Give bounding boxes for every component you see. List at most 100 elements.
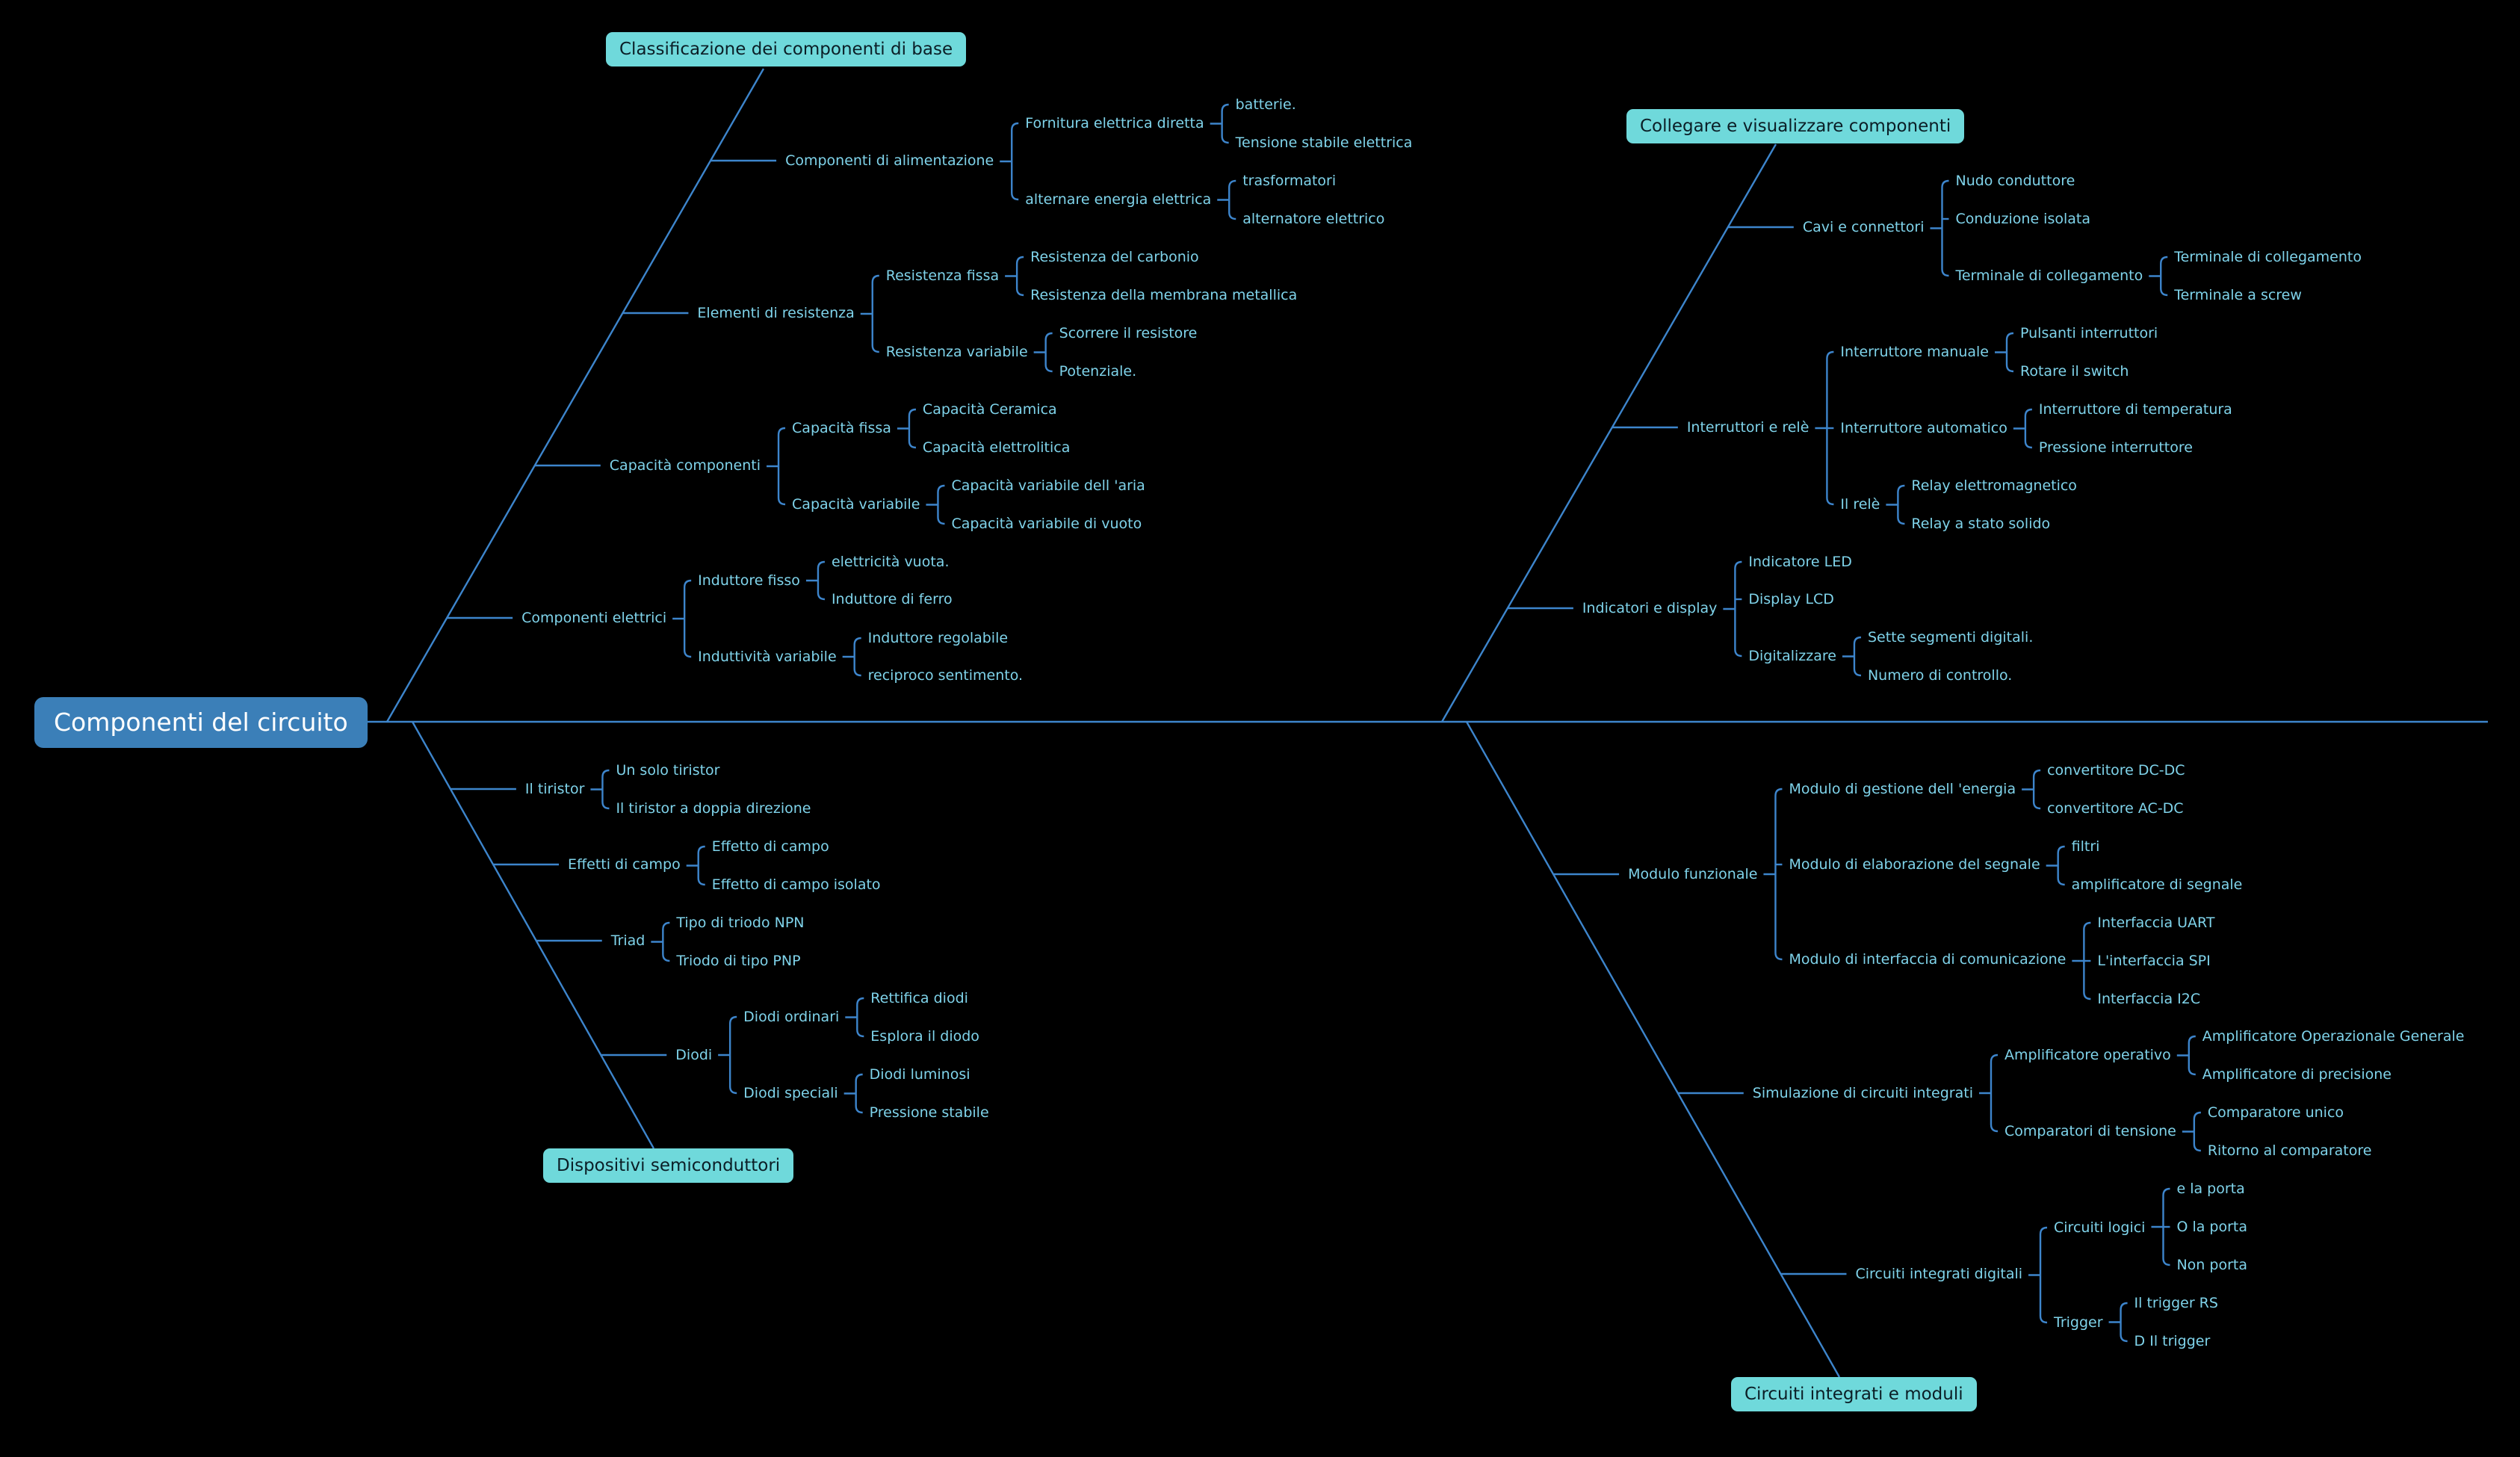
- subcategory-node[interactable]: Il tiristor: [524, 781, 585, 797]
- leaf-node[interactable]: Interruttore di temperatura: [2038, 401, 2232, 418]
- subcategory-node[interactable]: Effetti di campo: [568, 856, 681, 873]
- item-node[interactable]: Induttività variabile: [698, 649, 837, 665]
- leaf-node[interactable]: Rettifica diodi: [870, 990, 968, 1006]
- subcategory-node[interactable]: Componenti elettrici: [521, 610, 667, 626]
- subcategory-node[interactable]: Interruttori e relè: [1686, 419, 1809, 436]
- leaf-node[interactable]: Un solo tiristor: [616, 762, 720, 779]
- leaf-node[interactable]: Scorrere il resistore: [1059, 325, 1198, 341]
- subcategory-node[interactable]: Capacità componenti: [609, 457, 761, 474]
- leaf-node[interactable]: Amplificatore Operazionale Generale: [2202, 1028, 2465, 1045]
- item-node[interactable]: Resistenza variabile: [885, 344, 1028, 360]
- item-node[interactable]: Conduzione isolata: [1955, 211, 2090, 227]
- item-node[interactable]: Indicatore LED: [1748, 554, 1852, 570]
- item-node[interactable]: Interruttore automatico: [1840, 420, 2007, 436]
- subcategory-node[interactable]: Componenti di alimentazione: [785, 152, 994, 169]
- subcategory-node[interactable]: Diodi: [675, 1047, 713, 1063]
- subcategory-node[interactable]: Cavi e connettori: [1802, 219, 1925, 235]
- item-node[interactable]: Capacità variabile: [792, 496, 920, 513]
- leaf-node[interactable]: Sette segmenti digitali.: [1867, 629, 2034, 646]
- subcategory-node[interactable]: Elementi di resistenza: [697, 305, 855, 321]
- category-2[interactable]: Dispositivi semiconduttori: [543, 1148, 794, 1183]
- subcategory-node[interactable]: Triad: [610, 932, 646, 949]
- leaf-node[interactable]: L'interfaccia SPI: [2097, 953, 2211, 969]
- leaf-node[interactable]: Triodo di tipo PNP: [676, 953, 801, 969]
- leaf-node[interactable]: Capacità elettrolitica: [922, 439, 1071, 456]
- leaf-node[interactable]: D Il trigger: [2134, 1333, 2211, 1349]
- item-node[interactable]: Amplificatore operativo: [2004, 1047, 2171, 1063]
- item-node[interactable]: Comparatori di tensione: [2004, 1123, 2176, 1139]
- subcategory-node[interactable]: Modulo funzionale: [1628, 866, 1758, 882]
- leaf-node[interactable]: batterie.: [1235, 96, 1296, 113]
- item-node[interactable]: Circuiti logici: [2054, 1219, 2146, 1236]
- item-node[interactable]: Il relè: [1840, 496, 1880, 513]
- leaf-node[interactable]: Resistenza della membrana metallica: [1030, 287, 1298, 303]
- item-node[interactable]: alternare energia elettrica: [1025, 191, 1212, 208]
- subcategory-node[interactable]: Indicatori e display: [1582, 600, 1718, 616]
- leaf-node[interactable]: Pulsanti interruttori: [2020, 325, 2158, 341]
- leaf-node[interactable]: filtri: [2071, 838, 2100, 855]
- leaf-node[interactable]: Terminale a screw: [2174, 287, 2302, 303]
- bracket: [1015, 256, 1024, 297]
- item-node[interactable]: Diodi speciali: [743, 1085, 838, 1101]
- item-node[interactable]: Nudo conduttore: [1955, 173, 2075, 189]
- subcategory-node[interactable]: Simulazione di circuiti integrati: [1752, 1085, 1973, 1101]
- bracket: [855, 1073, 863, 1114]
- leaf-node[interactable]: Relay a stato solido: [1911, 516, 2051, 532]
- leaf-node[interactable]: e la porta: [2176, 1181, 2245, 1197]
- leaf-node[interactable]: Induttore regolabile: [867, 630, 1009, 646]
- item-node[interactable]: Terminale di collegamento: [1955, 267, 2143, 284]
- item-node[interactable]: Interruttore manuale: [1840, 344, 1989, 360]
- leaf-node[interactable]: Interfaccia UART: [2097, 915, 2215, 931]
- leaf-node[interactable]: Capacità variabile di vuoto: [951, 516, 1142, 532]
- category-0[interactable]: Classificazione dei componenti di base: [606, 32, 967, 66]
- leaf-node[interactable]: Capacità variabile dell 'aria: [951, 477, 1145, 494]
- category-1[interactable]: Collegare e visualizzare componenti: [1626, 109, 1965, 143]
- leaf-node[interactable]: Pressione interruttore: [2038, 439, 2193, 456]
- item-node[interactable]: Capacità fissa: [792, 420, 891, 436]
- leaf-node[interactable]: Amplificatore di precisione: [2202, 1066, 2391, 1083]
- leaf-node[interactable]: Capacità Ceramica: [922, 401, 1057, 418]
- leaf-node[interactable]: convertitore AC-DC: [2047, 800, 2184, 817]
- item-node[interactable]: Induttore fisso: [698, 572, 800, 589]
- item-node[interactable]: Modulo di gestione dell 'energia: [1789, 781, 2016, 797]
- leaf-node[interactable]: Numero di controllo.: [1867, 667, 2013, 684]
- leaf-node[interactable]: Esplora il diodo: [870, 1028, 979, 1045]
- leaf-node[interactable]: Il trigger RS: [2134, 1295, 2218, 1311]
- leaf-node[interactable]: Diodi luminosi: [869, 1066, 970, 1083]
- leaf-node[interactable]: Tipo di triodo NPN: [676, 915, 805, 931]
- leaf-node[interactable]: Induttore di ferro: [831, 591, 953, 607]
- leaf-node[interactable]: trasformatori: [1242, 173, 1337, 189]
- bracket: [871, 274, 879, 353]
- item-node[interactable]: Fornitura elettrica diretta: [1025, 115, 1204, 132]
- item-node[interactable]: Modulo di elaborazione del segnale: [1789, 856, 2040, 873]
- leaf-node[interactable]: Resistenza del carbonio: [1030, 249, 1199, 265]
- leaf-node[interactable]: Potenziale.: [1059, 363, 1137, 380]
- leaf-node[interactable]: alternatore elettrico: [1242, 211, 1385, 227]
- item-node[interactable]: Modulo di interfaccia di comunicazione: [1789, 951, 2067, 968]
- leaf-node[interactable]: Rotare il switch: [2020, 363, 2129, 380]
- item-node[interactable]: Trigger: [2054, 1314, 2103, 1331]
- leaf-node[interactable]: Pressione stabile: [869, 1104, 989, 1121]
- leaf-node[interactable]: amplificatore di segnale: [2071, 876, 2243, 893]
- item-node[interactable]: Digitalizzare: [1748, 648, 1836, 664]
- leaf-node[interactable]: Ritorno al comparatore: [2207, 1142, 2372, 1159]
- leaf-node[interactable]: Non porta: [2176, 1257, 2247, 1273]
- leaf-node[interactable]: Terminale di collegamento: [2174, 249, 2362, 265]
- leaf-node[interactable]: Effetto di campo isolato: [711, 876, 881, 893]
- leaf-node[interactable]: Il tiristor a doppia direzione: [616, 800, 811, 817]
- leaf-node[interactable]: Tensione stabile elettrica: [1235, 134, 1413, 151]
- root-node[interactable]: Componenti del circuito: [34, 697, 368, 748]
- leaf-node[interactable]: Relay elettromagnetico: [1911, 477, 2077, 494]
- leaf-node[interactable]: Interfaccia I2C: [2097, 991, 2201, 1007]
- leaf-node[interactable]: reciproco sentimento.: [867, 667, 1024, 684]
- leaf-node[interactable]: elettricità vuota.: [831, 554, 950, 570]
- leaf-node[interactable]: O la porta: [2176, 1219, 2248, 1235]
- leaf-node[interactable]: Comparatore unico: [2207, 1104, 2344, 1121]
- category-3[interactable]: Circuiti integrati e moduli: [1731, 1377, 1977, 1411]
- item-node[interactable]: Diodi ordinari: [743, 1009, 840, 1025]
- subcategory-node[interactable]: Circuiti integrati digitali: [1855, 1266, 2023, 1282]
- item-node[interactable]: Resistenza fissa: [885, 267, 1000, 284]
- leaf-node[interactable]: convertitore DC-DC: [2047, 762, 2185, 779]
- item-node[interactable]: Display LCD: [1748, 591, 1834, 607]
- leaf-node[interactable]: Effetto di campo: [711, 838, 829, 855]
